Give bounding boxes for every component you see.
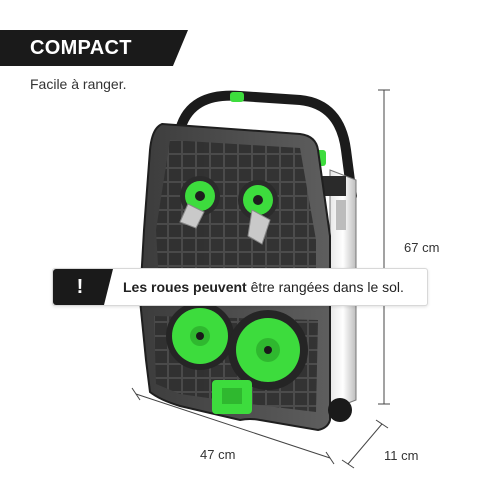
height-label: 67 cm bbox=[404, 240, 440, 255]
foot-wheel bbox=[328, 398, 352, 422]
width-dimension-line bbox=[135, 393, 331, 459]
depth-label: 11 cm bbox=[384, 448, 419, 463]
exclamation-icon: ! bbox=[53, 269, 113, 305]
notice-text: Les roues peuvent être rangées dans le s… bbox=[113, 279, 404, 295]
notice-regular-text: être rangées dans le sol. bbox=[246, 279, 404, 295]
handle bbox=[175, 90, 357, 201]
brand-label bbox=[336, 200, 346, 230]
swivel-bracket-left bbox=[179, 203, 205, 229]
swivel-bracket-right bbox=[247, 209, 271, 245]
compact-badge-label: COMPACT bbox=[30, 37, 132, 59]
wheels-notice: ! Les roues peuvent être rangées dans le… bbox=[52, 268, 428, 306]
notice-bold-text: Les roues peuvent bbox=[123, 279, 247, 295]
width-label: 47 cm bbox=[200, 447, 236, 462]
subtitle: Facile à ranger. bbox=[30, 76, 127, 92]
depth-dimension-line bbox=[347, 423, 383, 465]
compact-badge bbox=[0, 30, 188, 66]
handle-clip-left bbox=[230, 92, 244, 102]
